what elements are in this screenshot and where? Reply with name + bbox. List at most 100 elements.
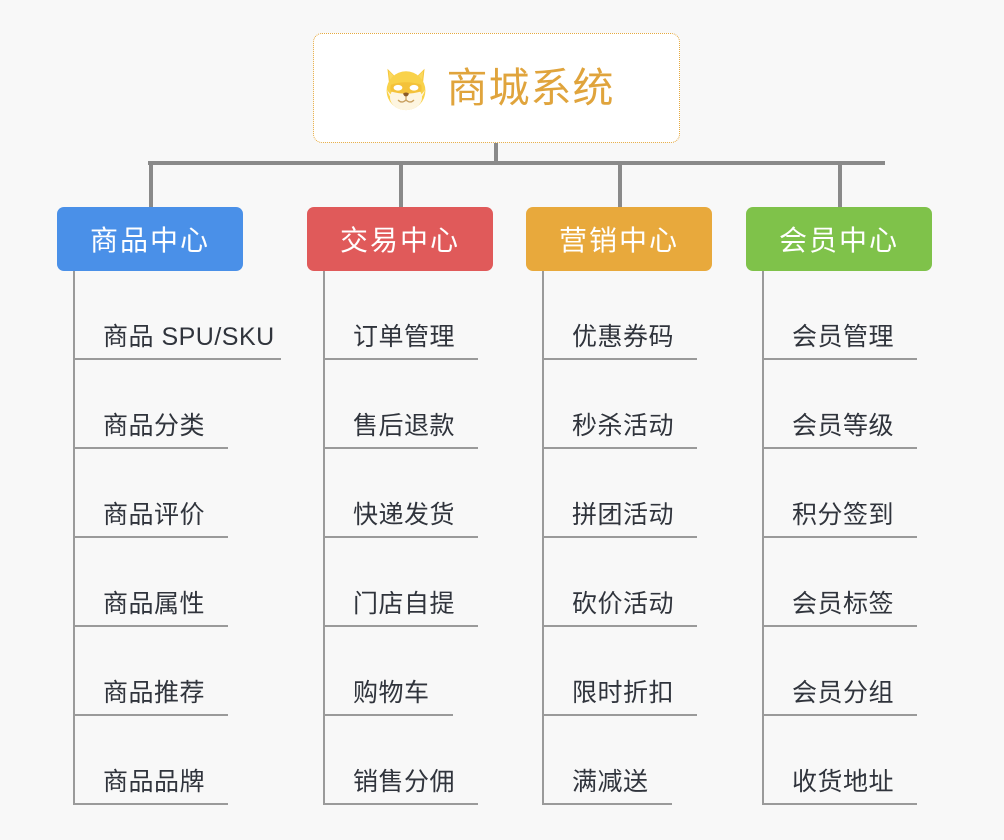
leaf-item[interactable]: 满减送 (526, 716, 712, 805)
leaf-item[interactable]: 优惠券码 (526, 271, 712, 360)
category-header-3[interactable]: 营销中心 (526, 207, 712, 271)
category-header-label: 营销中心 (558, 225, 679, 256)
leaf-underline (762, 625, 917, 627)
leaf-item-label: 秒杀活动 (572, 412, 675, 440)
leaf-item-label: 商品属性 (103, 590, 206, 618)
leaf-list-1: 商品 SPU/SKU 商品分类商品评价商品属性商品推荐商品品牌 (57, 271, 281, 805)
leaf-item-label: 商品分类 (103, 412, 206, 440)
category-header-label: 商品中心 (89, 225, 210, 256)
leaf-rail (73, 271, 75, 805)
connector-root-stem (494, 143, 498, 163)
leaf-item[interactable]: 收货地址 (746, 716, 932, 805)
leaf-underline (762, 447, 917, 449)
leaf-item[interactable]: 会员标签 (746, 538, 932, 627)
leaf-underline (762, 358, 917, 360)
leaf-item[interactable]: 秒杀活动 (526, 360, 712, 449)
leaf-item-label: 商品 SPU/SKU (103, 323, 275, 351)
leaf-item[interactable]: 会员分组 (746, 627, 932, 716)
leaf-item-label: 会员标签 (792, 590, 895, 618)
connector-branch-4 (838, 161, 842, 207)
leaf-item[interactable]: 门店自提 (307, 538, 493, 627)
root-title: 商城系统 (446, 64, 615, 111)
leaf-item-label: 商品品牌 (103, 768, 206, 796)
leaf-item[interactable]: 会员等级 (746, 360, 932, 449)
leaf-underline (323, 625, 478, 627)
leaf-underline (542, 625, 697, 627)
leaf-underline (323, 803, 478, 805)
leaf-rail (762, 271, 764, 805)
leaf-list-2: 订单管理售后退款快递发货门店自提购物车销售分佣 (307, 271, 493, 805)
leaf-item-label: 商品评价 (103, 501, 206, 529)
leaf-item[interactable]: 商品 SPU/SKU (57, 271, 281, 360)
connector-horizontal-bus (148, 161, 885, 165)
leaf-item-label: 满减送 (572, 768, 649, 796)
leaf-underline (542, 803, 672, 805)
category-column-3: 营销中心优惠券码秒杀活动拼团活动砍价活动限时折扣满减送 (526, 207, 712, 805)
leaf-item[interactable]: 积分签到 (746, 449, 932, 538)
root-node[interactable]: 商城系统 (313, 33, 680, 143)
leaf-underline (73, 536, 228, 538)
leaf-item-label: 快递发货 (353, 501, 456, 529)
leaf-rail (542, 271, 544, 805)
leaf-item[interactable]: 商品推荐 (57, 627, 243, 716)
connector-branch-1 (149, 161, 153, 207)
leaf-item-label: 拼团活动 (572, 501, 675, 529)
leaf-item-label: 商品推荐 (103, 679, 206, 707)
leaf-item[interactable]: 商品分类 (57, 360, 243, 449)
leaf-underline (762, 803, 917, 805)
leaf-item-label: 购物车 (353, 679, 430, 707)
leaf-item-label: 订单管理 (353, 323, 456, 351)
leaf-item[interactable]: 限时折扣 (526, 627, 712, 716)
leaf-underline (542, 358, 697, 360)
leaf-underline (73, 803, 228, 805)
leaf-rail (323, 271, 325, 805)
leaf-item-label: 会员分组 (792, 679, 895, 707)
leaf-item-label: 会员等级 (792, 412, 895, 440)
leaf-underline (542, 714, 697, 716)
leaf-item[interactable]: 销售分佣 (307, 716, 493, 805)
leaf-list-3: 优惠券码秒杀活动拼团活动砍价活动限时折扣满减送 (526, 271, 712, 805)
category-column-4: 会员中心会员管理会员等级积分签到会员标签会员分组收货地址 (746, 207, 932, 805)
leaf-underline (762, 536, 917, 538)
leaf-item[interactable]: 购物车 (307, 627, 493, 716)
leaf-underline (73, 714, 228, 716)
leaf-item-label: 限时折扣 (572, 679, 675, 707)
leaf-item-label: 销售分佣 (353, 768, 456, 796)
leaf-underline (762, 714, 917, 716)
leaf-underline (542, 536, 697, 538)
leaf-item-label: 砍价活动 (572, 590, 675, 618)
leaf-underline (323, 536, 478, 538)
leaf-item[interactable]: 商品品牌 (57, 716, 243, 805)
category-header-1[interactable]: 商品中心 (57, 207, 243, 271)
leaf-item[interactable]: 快递发货 (307, 449, 493, 538)
leaf-underline (73, 625, 228, 627)
leaf-item-label: 售后退款 (353, 412, 456, 440)
leaf-item[interactable]: 商品属性 (57, 538, 243, 627)
leaf-underline (323, 447, 478, 449)
leaf-item-label: 门店自提 (353, 590, 456, 618)
leaf-item[interactable]: 订单管理 (307, 271, 493, 360)
leaf-item[interactable]: 售后退款 (307, 360, 493, 449)
connector-branch-3 (618, 161, 622, 207)
leaf-item[interactable]: 拼团活动 (526, 449, 712, 538)
leaf-item-label: 会员管理 (792, 323, 895, 351)
leaf-list-4: 会员管理会员等级积分签到会员标签会员分组收货地址 (746, 271, 932, 805)
category-column-2: 交易中心订单管理售后退款快递发货门店自提购物车销售分佣 (307, 207, 493, 805)
leaf-underline (323, 358, 478, 360)
category-header-4[interactable]: 会员中心 (746, 207, 932, 271)
leaf-underline (323, 714, 453, 716)
leaf-item[interactable]: 砍价活动 (526, 538, 712, 627)
category-column-1: 商品中心商品 SPU/SKU 商品分类商品评价商品属性商品推荐商品品牌 (57, 207, 281, 805)
leaf-underline (73, 447, 228, 449)
leaf-underline (542, 447, 697, 449)
leaf-item[interactable]: 商品评价 (57, 449, 243, 538)
category-header-2[interactable]: 交易中心 (307, 207, 493, 271)
connector-branch-2 (399, 161, 403, 207)
leaf-item-label: 优惠券码 (572, 323, 675, 351)
leaf-item[interactable]: 会员管理 (746, 271, 932, 360)
category-header-label: 交易中心 (339, 225, 460, 256)
leaf-item-label: 收货地址 (792, 768, 895, 796)
leaf-item-label: 积分签到 (792, 501, 895, 529)
leaf-underline (73, 358, 281, 360)
